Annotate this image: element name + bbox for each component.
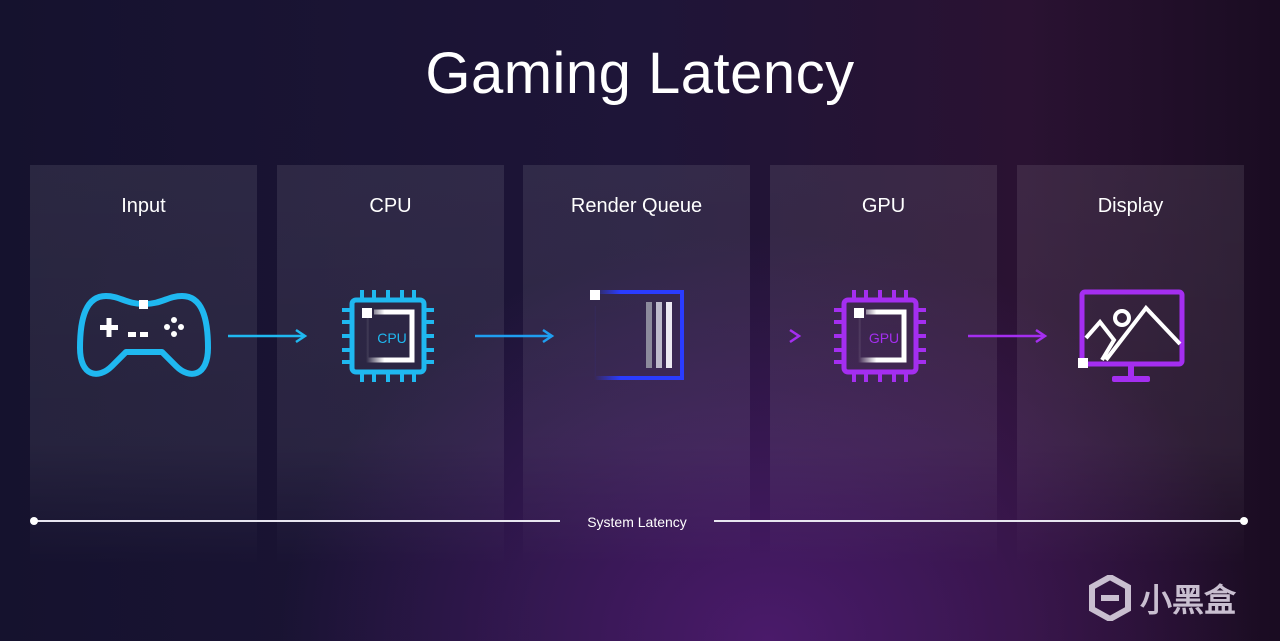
- stage-label: Display: [1097, 195, 1164, 217]
- cpu-chip-icon: CPU: [342, 290, 434, 382]
- gpu-chip-icon: GPU: [834, 290, 926, 382]
- stage-panel-gpu: GPU: [770, 165, 997, 565]
- stage-panel-render-queue: Render Queue: [523, 165, 750, 565]
- stage-panel-input: Input: [30, 165, 257, 565]
- monitor-icon: [1078, 289, 1185, 382]
- latency-line-right: [714, 520, 1244, 522]
- arrow-icon: [968, 328, 1048, 344]
- stage-label: CPU: [369, 195, 412, 217]
- watermark-text: 小黑盒: [1140, 582, 1237, 618]
- chip-text: CPU: [377, 330, 407, 346]
- stage-label: Input: [121, 195, 166, 217]
- stage-label: GPU: [861, 195, 906, 217]
- slide-title: Gaming Latency: [425, 41, 855, 106]
- chip-text: GPU: [869, 330, 899, 346]
- render-queue-icon: [590, 290, 684, 380]
- latency-end-dot: [1240, 517, 1248, 525]
- arrow-icon: [475, 328, 555, 344]
- stage-label: Render Queue: [570, 195, 703, 217]
- gamepad-icon: [77, 293, 211, 377]
- latency-line-left: [34, 520, 560, 522]
- stage-panel-cpu: CPU: [277, 165, 504, 565]
- arrow-icon: [722, 328, 802, 344]
- arrow-icon: [228, 328, 308, 344]
- watermark-logo-icon: [1089, 575, 1131, 621]
- system-latency-label: System Latency: [587, 514, 687, 530]
- latency-start-dot: [30, 517, 38, 525]
- watermark: 小黑盒: [1088, 575, 1236, 621]
